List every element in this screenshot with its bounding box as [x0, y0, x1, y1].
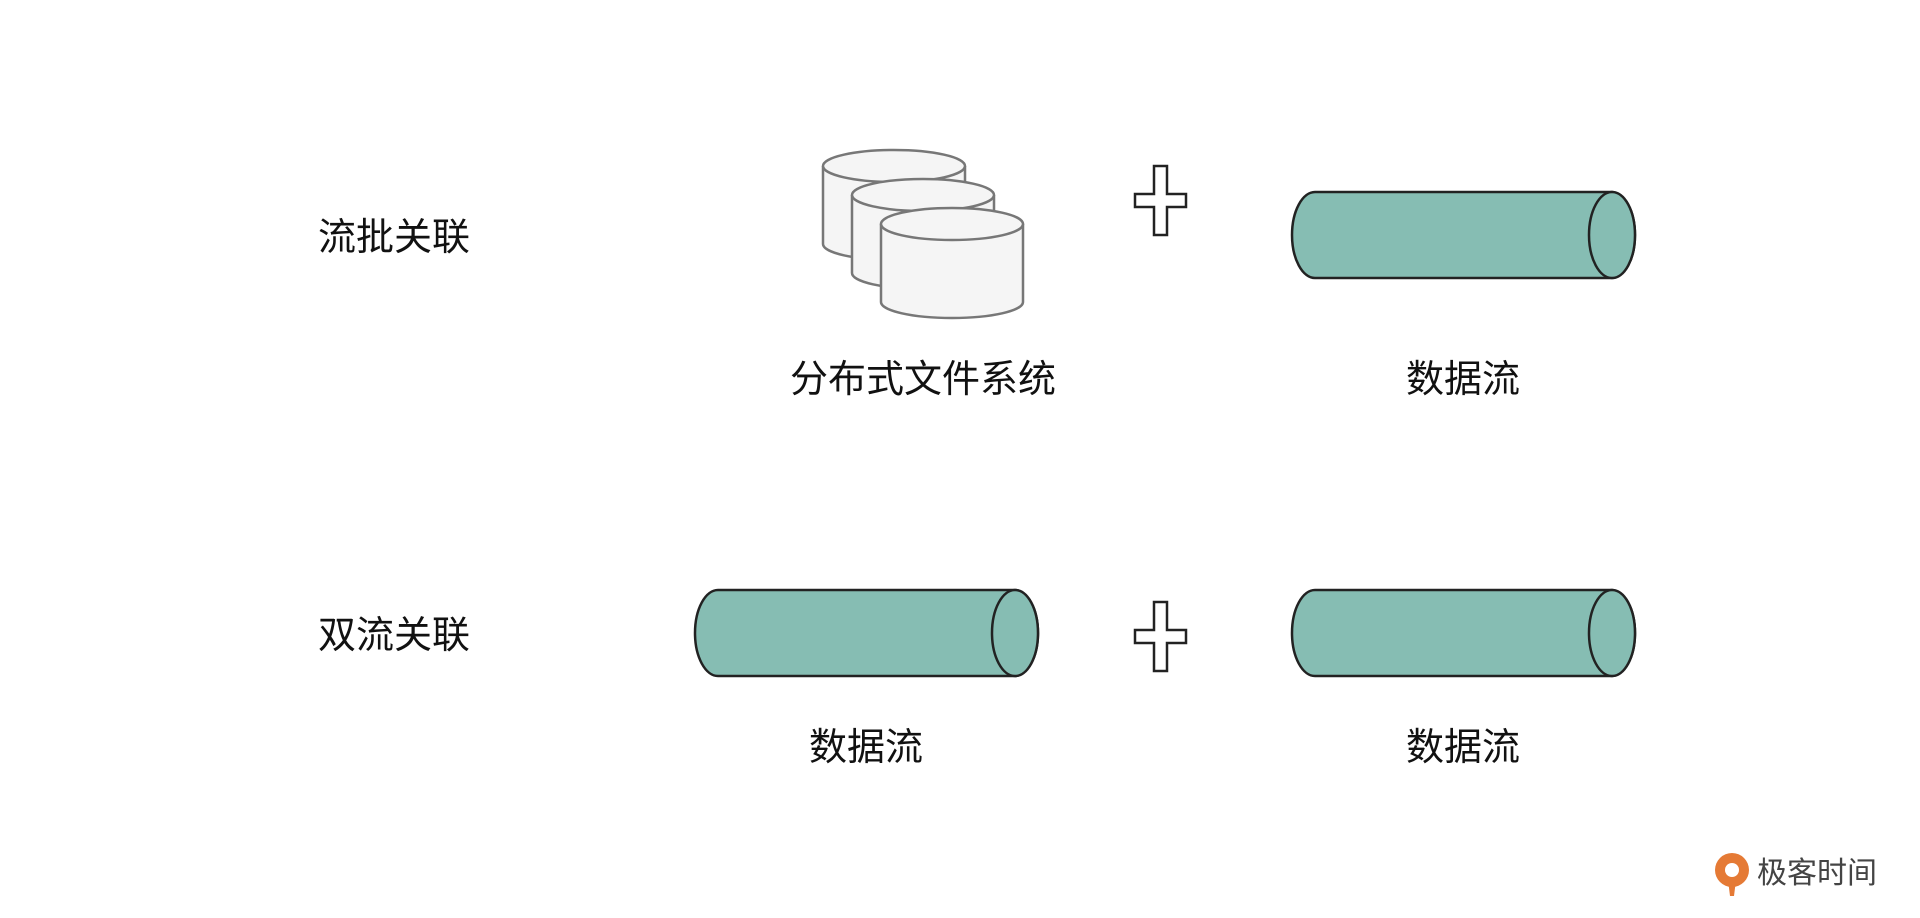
- database-cylinder-front: [879, 206, 1025, 320]
- stream-label-right: 数据流: [1406, 725, 1520, 769]
- geektime-logo-icon: [1715, 853, 1749, 896]
- brand-text: 极客时间: [1757, 856, 1877, 891]
- database-stack-icon: [821, 148, 1025, 320]
- plus-icon: [1133, 164, 1188, 237]
- plus-icon: [1133, 600, 1188, 673]
- brand-watermark: 极客时间: [1715, 853, 1877, 896]
- storage-label: 分布式文件系统: [790, 357, 1056, 401]
- row-stream-batch-join: 流批关联 分布式文件系统: [318, 148, 1637, 401]
- stream-cylinder-icon: [1290, 190, 1637, 280]
- row-label-dual-stream: 双流关联: [318, 613, 470, 657]
- stream-label-left: 数据流: [809, 725, 923, 769]
- stream-label: 数据流: [1406, 357, 1520, 401]
- row-label-stream-batch: 流批关联: [318, 215, 470, 259]
- stream-cylinder-icon: [1290, 588, 1637, 678]
- stream-cylinder-icon: [693, 588, 1040, 678]
- row-dual-stream-join: 双流关联 数据流 数据流: [318, 588, 1637, 769]
